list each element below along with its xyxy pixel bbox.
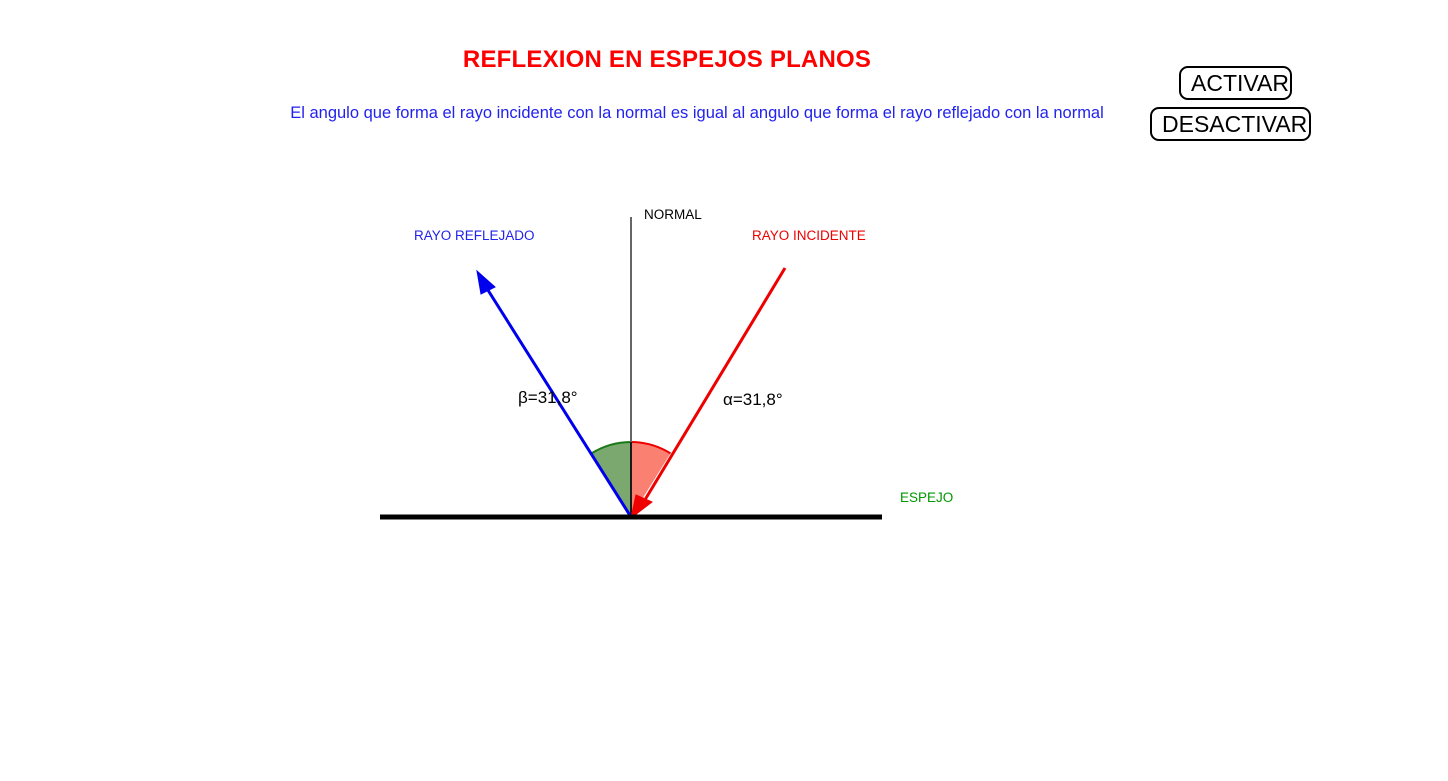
- incident-ray-arrowhead-icon: [630, 494, 653, 520]
- incidence-angle-arc: [630, 441, 672, 455]
- normal-label: NORMAL: [644, 207, 702, 222]
- reflected-ray-label: RAYO REFLEJADO: [414, 228, 535, 243]
- incident-ray-line: [638, 267, 787, 509]
- incidence-angle-label: α=31,8°: [723, 390, 783, 409]
- reflection-angle-arc: [590, 441, 632, 455]
- mirror-label: ESPEJO: [900, 490, 953, 505]
- page-subtitle: El angulo que forma el rayo incidente co…: [290, 104, 1104, 122]
- page-title: REFLEXION EN ESPEJOS PLANOS: [462, 46, 872, 73]
- activar-button[interactable]: ACTIVAR: [1179, 66, 1292, 100]
- desactivar-button[interactable]: DESACTIVAR: [1150, 107, 1311, 141]
- reflected-ray-line: [484, 286, 633, 518]
- reflection-angle-label: β=31,8°: [518, 388, 578, 407]
- reflection-angle-sector-fill: [591, 442, 631, 517]
- reflected-ray-arrowhead-icon: [476, 269, 496, 295]
- incident-ray-label: RAYO INCIDENTE: [752, 228, 866, 243]
